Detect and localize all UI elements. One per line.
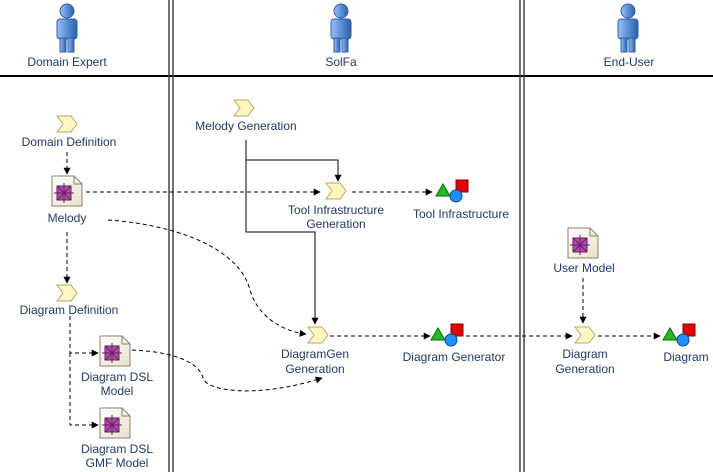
activity-icon-tool-infra-gen: [325, 182, 347, 200]
model-icon-melody: [51, 175, 83, 207]
role-label-end-user: End-User: [604, 55, 655, 69]
label-diagram-generation-line2: Generation: [555, 362, 614, 376]
shapes-icon-diagram-generator: [430, 323, 464, 347]
activity-icon-diagram-generation: [574, 326, 596, 344]
edge-diagram-definition-to-dsl-model: [69, 316, 99, 357]
label-diagramgen-gen-line1: DiagramGen: [281, 347, 349, 361]
label-diagram-generation-line1: Diagram: [562, 347, 607, 361]
person-icon-end-user: [617, 3, 639, 53]
connectors: [63, 140, 661, 429]
role-label-solfa: SolFa: [325, 55, 357, 69]
activity-icon-diagramgen-gen: [307, 326, 329, 344]
model-icon-diagram-dsl-gmf: [99, 407, 131, 439]
label-diagram-definition: Diagram Definition: [20, 303, 119, 317]
label-diagram-generator: Diagram Generator: [403, 350, 506, 364]
role-label-domain-expert: Domain Expert: [27, 55, 107, 69]
person-icon-solfa: [330, 3, 352, 53]
label-tool-infrastructure: Tool Infrastructure: [413, 207, 509, 221]
activity-icon-diagram-definition: [56, 284, 78, 302]
label-user-model: User Model: [553, 261, 614, 275]
label-tool-infra-gen-line2: Generation: [306, 217, 365, 231]
label-diagram-dsl-model-line2: Model: [101, 384, 134, 398]
label-melody: Melody: [48, 211, 87, 225]
label-diagram-dsl-gmf-line1: Diagram DSL: [81, 442, 153, 456]
label-diagramgen-gen-line2: Generation: [285, 362, 344, 376]
label-domain-definition: Domain Definition: [22, 135, 117, 149]
edge-melody-generation-to-tool-infra-gen: [245, 140, 342, 182]
shapes-icon-tool-infrastructure: [435, 179, 469, 203]
label-tool-infra-gen-line1: Tool Infrastructure: [288, 203, 384, 217]
model-icon-user-model: [567, 227, 599, 259]
label-diagram: Diagram: [663, 350, 708, 364]
edge-melody-generation-to-diagramgen-gen: [245, 160, 319, 325]
shapes-icon-diagram: [662, 323, 696, 347]
edge-melody-to-diagramgen-gen: [107, 219, 307, 337]
label-diagram-dsl-gmf-line2: GMF Model: [86, 456, 149, 470]
person-icon-domain-expert: [56, 3, 78, 53]
activity-icon-domain-definition: [56, 115, 78, 133]
label-diagram-dsl-model-line1: Diagram DSL: [81, 370, 153, 384]
activity-icon-melody-generation: [233, 99, 255, 117]
edge-dsl-model-to-diagramgen-gen: [131, 349, 323, 392]
label-melody-generation: Melody Generation: [195, 119, 296, 133]
edge-diagram-definition-to-gmf-model: [69, 353, 99, 429]
model-icon-diagram-dsl: [99, 335, 131, 367]
